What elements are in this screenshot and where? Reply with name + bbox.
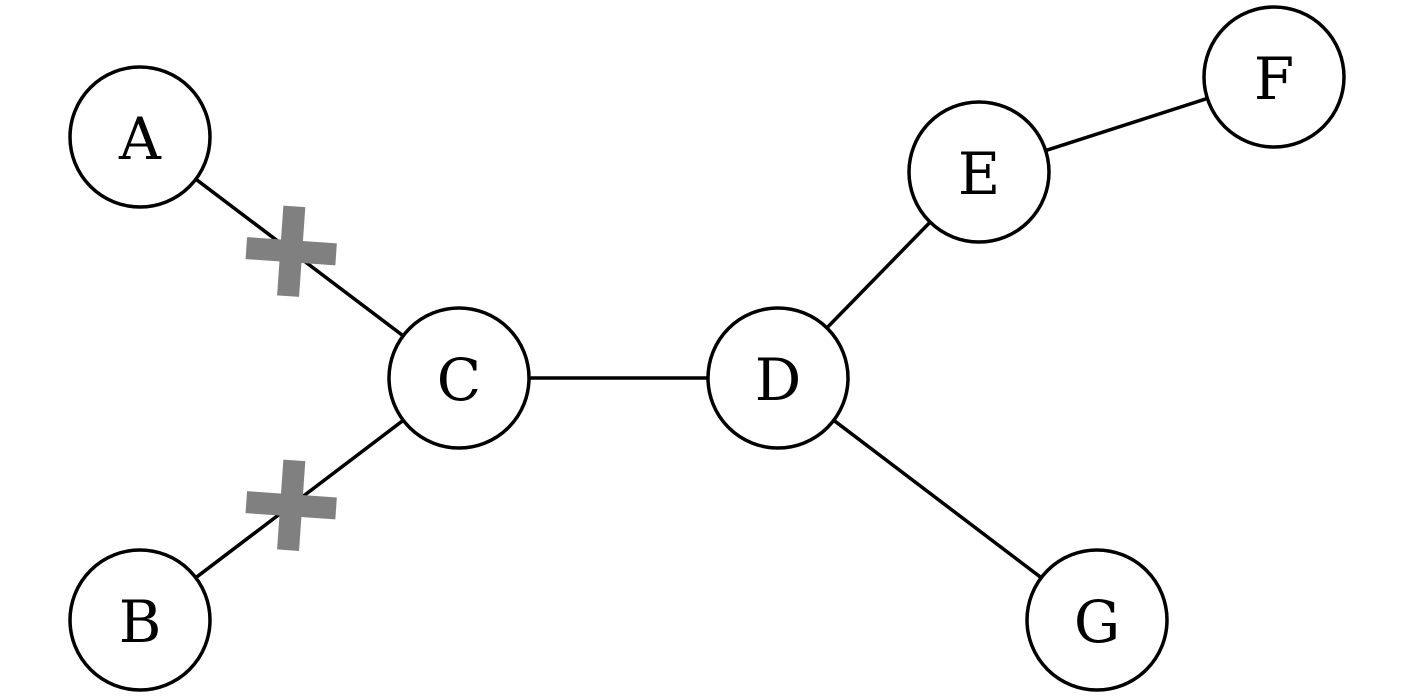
node-c: C	[387, 306, 531, 450]
node-circle	[387, 306, 531, 450]
node-d: D	[706, 306, 850, 450]
cross-mark-icon	[245, 459, 337, 551]
edges-layer	[194, 96, 1210, 580]
node-circle	[68, 548, 212, 692]
node-circle	[1025, 548, 1169, 692]
edge-e-f	[1043, 96, 1210, 153]
node-label: C	[437, 346, 481, 414]
cross-horizontal-bar	[245, 237, 337, 266]
node-label: D	[755, 346, 802, 414]
node-label: F	[1254, 45, 1294, 113]
node-label: A	[118, 105, 162, 173]
cross-mark-icon	[245, 205, 337, 297]
nodes-layer: A B C D E F G	[68, 5, 1346, 692]
cut-markers-layer	[245, 205, 337, 551]
node-a: A	[68, 65, 212, 209]
node-f: F	[1202, 5, 1346, 149]
node-b: B	[68, 548, 212, 692]
node-circle	[907, 100, 1051, 244]
node-label: G	[1074, 588, 1120, 656]
node-e: E	[907, 100, 1051, 244]
edge-d-e	[825, 220, 932, 330]
node-circle	[68, 65, 212, 209]
node-label: B	[119, 588, 162, 656]
node-circle	[706, 306, 850, 450]
node-g: G	[1025, 548, 1169, 692]
edge-d-g	[832, 418, 1043, 580]
node-label: E	[958, 140, 1000, 208]
node-circle	[1202, 5, 1346, 149]
cross-horizontal-bar	[245, 491, 337, 520]
